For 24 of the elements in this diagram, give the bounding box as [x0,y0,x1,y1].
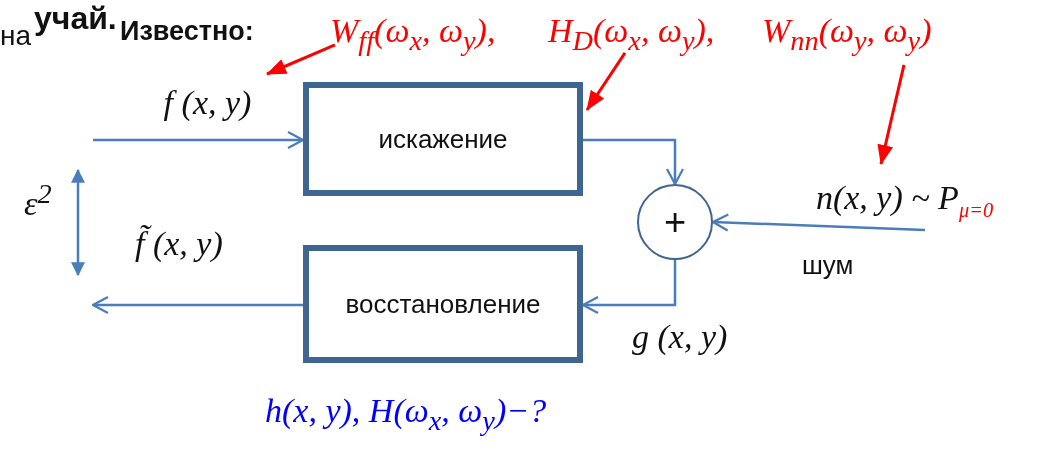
formula-text: W$_{ff}$(ω$_{x}$, ω$_{y}$), [330,12,496,57]
error-label: ε$^{2}$ [24,178,52,224]
process-box [303,245,583,363]
arrow [91,295,303,315]
formula-text: восстановление [345,288,541,320]
formula-text: n(x, y) ~ P$_{μ=0}$ [815,178,994,222]
edge-label: f̃ (x, y) [135,225,223,263]
process-box [303,82,583,196]
leader-arrow [877,64,906,165]
heading-text: учай. [34,0,117,37]
arrow [93,130,305,150]
plus-sign: + [663,200,687,244]
body-text: на [0,20,32,52]
arrow [711,213,926,232]
leader-arrow [585,51,627,111]
formula-text: H$_{D}$(ω$_{x}$, ω$_{y}$), [548,12,715,57]
leader-arrow [266,43,336,76]
known-label: Известно: [120,16,254,47]
formula-text: f (x, y) [163,84,252,122]
unknown-formula: h(x, y), H(ω$_{x}$, ω$_{y}$)−? [265,392,547,437]
noise-caption: шум [802,250,854,281]
formula-text: искажение [378,123,508,155]
formula-text: W$_{nn}$(ω$_{y}$, ω$_{y}$) [762,12,932,57]
arrow [583,138,685,186]
